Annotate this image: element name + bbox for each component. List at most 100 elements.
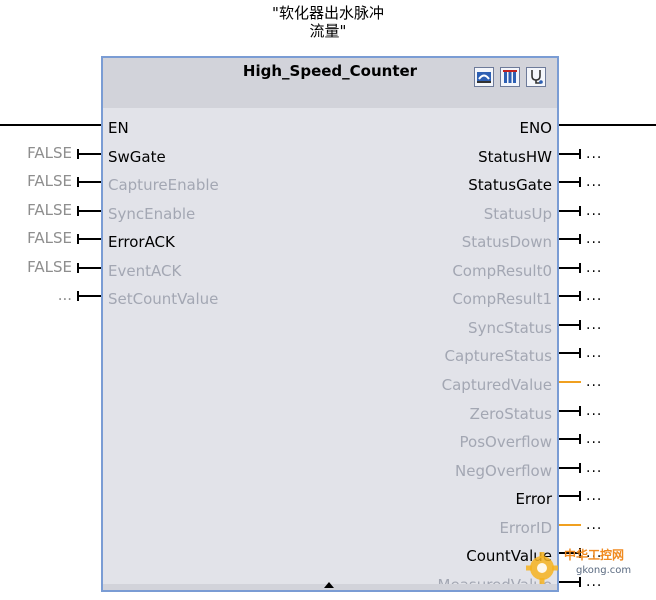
input-connector-setcountvalue <box>77 291 79 302</box>
output-wire-errorid <box>559 523 581 526</box>
output-pin-eno[interactable]: ENO <box>519 119 552 137</box>
input-pin-en[interactable]: EN <box>108 119 129 137</box>
input-pin-errorack[interactable]: ErrorACK <box>108 233 175 252</box>
input-wire-setcountvalue <box>78 295 101 298</box>
output-operand-capturestatus[interactable]: ... <box>586 345 603 362</box>
input-pin-setcountvalue[interactable]: SetCountValue <box>108 290 219 309</box>
output-pin-compresult1[interactable]: CompResult1 <box>452 290 552 309</box>
output-wire-posoverflow <box>559 438 581 441</box>
output-wire-statushw <box>559 152 581 155</box>
output-pin-errorid[interactable]: ErrorID <box>499 518 552 537</box>
output-connector-syncstatus <box>579 319 581 330</box>
input-connector-syncenable <box>77 205 79 216</box>
input-value-errorack[interactable]: FALSE <box>27 229 72 248</box>
output-operand-statusup[interactable]: ... <box>586 202 603 219</box>
output-wire-statusup <box>559 209 581 212</box>
output-wire-syncstatus <box>559 323 581 326</box>
instance-db-name[interactable]: "软化器出水脉冲 流量" <box>240 4 416 40</box>
output-pin-syncstatus[interactable]: SyncStatus <box>468 318 552 337</box>
gkong-watermark-logo: 中华工控网 gkong.com <box>526 547 631 584</box>
input-pin-swgate[interactable]: SwGate <box>108 147 166 166</box>
output-wire-capturestatus <box>559 352 581 355</box>
output-connector-error <box>579 491 581 502</box>
output-connector-compresult0 <box>579 262 581 273</box>
output-wire-capturedvalue <box>559 380 581 383</box>
output-operand-capturedvalue[interactable]: ... <box>586 373 603 390</box>
output-pin-statusup[interactable]: StatusUp <box>483 204 552 223</box>
input-wire-captureenable <box>78 181 101 184</box>
output-connector-measuredvalue <box>579 576 581 587</box>
block-header: High_Speed_Counter <box>103 58 557 108</box>
output-connector-statusdown <box>579 234 581 245</box>
input-connector-eventack <box>77 262 79 273</box>
watermark-text: 中华工控网 <box>564 547 624 562</box>
output-wire-zerostatus <box>559 409 581 412</box>
input-value-captureenable[interactable]: FALSE <box>27 172 72 191</box>
parameter-settings-icon[interactable] <box>500 67 520 87</box>
output-pin-zerostatus[interactable]: ZeroStatus <box>469 404 552 423</box>
output-connector-negoverflow <box>579 462 581 473</box>
output-operand-statusgate[interactable]: ... <box>586 174 603 191</box>
output-wire-measuredvalue <box>559 580 581 583</box>
output-wire-compresult1 <box>559 295 581 298</box>
output-connector-compresult1 <box>579 291 581 302</box>
output-connector-statushw <box>579 148 581 159</box>
output-pin-statusdown[interactable]: StatusDown <box>461 233 552 252</box>
output-connector-statusup <box>579 205 581 216</box>
output-operand-statusdown[interactable]: ... <box>586 231 603 248</box>
output-wire-statusgate <box>559 181 581 184</box>
watermark-domain: gkong.com <box>576 565 631 576</box>
output-wire-statusdown <box>559 238 581 241</box>
output-connector-posoverflow <box>579 434 581 445</box>
input-wire-syncenable <box>78 209 101 212</box>
input-connector-captureenable <box>77 177 79 188</box>
output-wire-error <box>559 495 581 498</box>
output-connector-countvalue <box>579 548 581 559</box>
output-operand-negoverflow[interactable]: ... <box>586 459 603 476</box>
output-operand-measuredvalue[interactable]: ... <box>586 573 603 590</box>
output-operand-zerostatus[interactable]: ... <box>586 402 603 419</box>
output-wire-compresult0 <box>559 266 581 269</box>
output-connector-statusgate <box>579 177 581 188</box>
output-operand-statushw[interactable]: ... <box>586 145 603 162</box>
input-pin-syncenable[interactable]: SyncEnable <box>108 204 196 223</box>
input-connector-errorack <box>77 234 79 245</box>
output-pin-countvalue[interactable]: CountValue <box>466 547 552 566</box>
output-wire-countvalue <box>559 552 581 555</box>
output-operand-countvalue[interactable]: ... <box>586 545 603 562</box>
output-pin-capturedvalue[interactable]: CapturedValue <box>441 375 552 394</box>
output-operand-errorid[interactable]: ... <box>586 516 603 533</box>
instance-name-line1: "软化器出水脉冲 <box>272 4 384 22</box>
input-value-eventack[interactable]: FALSE <box>27 257 72 276</box>
output-pin-negoverflow[interactable]: NegOverflow <box>455 461 552 480</box>
output-connector-zerostatus <box>579 405 581 416</box>
output-wire-negoverflow <box>559 466 581 469</box>
output-operand-syncstatus[interactable]: ... <box>586 316 603 333</box>
output-pin-statusgate[interactable]: StatusGate <box>468 176 552 195</box>
output-operand-error[interactable]: ... <box>586 488 603 505</box>
output-pin-statushw[interactable]: StatusHW <box>478 147 552 166</box>
output-operand-compresult0[interactable]: ... <box>586 259 603 276</box>
output-operand-compresult1[interactable]: ... <box>586 288 603 305</box>
block-title: High_Speed_Counter <box>242 62 418 80</box>
diagnostics-icon[interactable] <box>526 67 546 87</box>
instance-name-line2: 流量" <box>309 22 347 40</box>
input-value-setcountvalue[interactable]: ... <box>57 286 72 305</box>
eno-power-line <box>559 124 656 126</box>
hardware-config-icon[interactable] <box>474 67 494 87</box>
en-power-line <box>0 124 101 126</box>
input-value-swgate[interactable]: FALSE <box>27 143 72 162</box>
output-operand-posoverflow[interactable]: ... <box>586 431 603 448</box>
output-pin-posoverflow[interactable]: PosOverflow <box>459 433 552 452</box>
input-wire-eventack <box>78 266 101 269</box>
output-pin-capturestatus[interactable]: CaptureStatus <box>444 347 552 366</box>
output-pin-compresult0[interactable]: CompResult0 <box>452 261 552 280</box>
input-wire-errorack <box>78 238 101 241</box>
output-pin-error[interactable]: Error <box>515 490 552 509</box>
collapse-arrow-icon[interactable] <box>324 582 334 588</box>
input-pin-captureenable[interactable]: CaptureEnable <box>108 176 219 195</box>
input-pin-eventack[interactable]: EventACK <box>108 261 182 280</box>
output-connector-capturestatus <box>579 348 581 359</box>
input-value-syncenable[interactable]: FALSE <box>27 200 72 219</box>
